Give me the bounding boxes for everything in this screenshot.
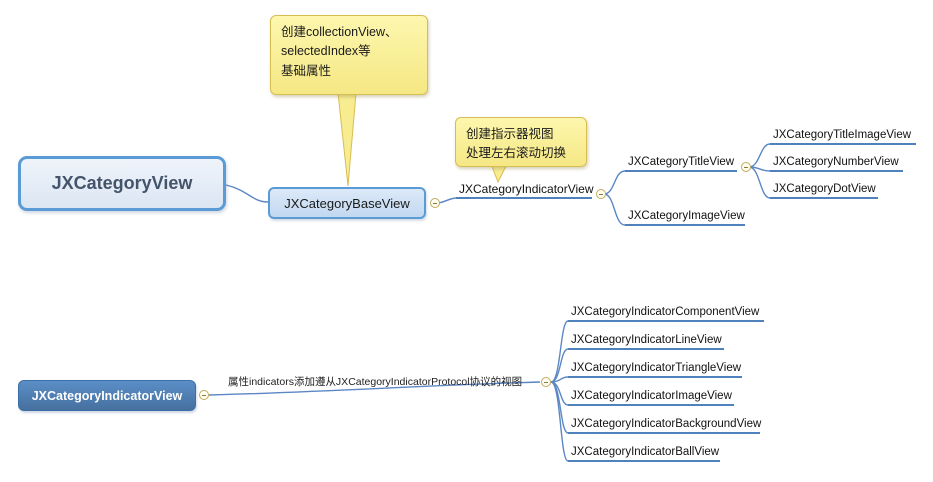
note-base-properties[interactable]: 创建collectionView、 selectedIndex等 基础属性: [270, 15, 428, 95]
note-line: 创建collectionView、: [281, 25, 398, 39]
node-label: JXCategoryIndicatorImageView: [571, 390, 732, 402]
node-jxcategoryindicatorbackgroundview[interactable]: JXCategoryIndicatorBackgroundView: [568, 417, 762, 434]
note-line: selectedIndex等: [281, 44, 371, 59]
node-label: JXCategoryIndicatorBackgroundView: [571, 418, 762, 430]
collapse-minus-icon[interactable]: [741, 162, 751, 172]
edge-label-indicators-protocol: 属性indicators添加遵从JXCategoryIndicatorProto…: [228, 376, 523, 388]
node-label: JXCategoryBaseView: [284, 195, 410, 211]
node-jxcategoryimageview[interactable]: JXCategoryImageView: [625, 209, 745, 226]
note-line: 处理左右滚动切换: [466, 146, 567, 161]
node-label: JXCategoryView: [51, 173, 193, 193]
node-jxcategorynumberview[interactable]: JXCategoryNumberView: [770, 155, 903, 172]
node-label: JXCategoryTitleView: [628, 156, 735, 168]
node-jxcategoryindicatorballview[interactable]: JXCategoryIndicatorBallView: [568, 445, 720, 462]
node-label: JXCategoryIndicatorTriangleView: [571, 362, 742, 374]
node-jxcategoryindicatortriangleview[interactable]: JXCategoryIndicatorTriangleView: [568, 361, 742, 378]
collapse-minus-icon[interactable]: [596, 189, 606, 199]
node-label: JXCategoryIndicatorView: [459, 182, 594, 196]
node-label: JXCategoryNumberView: [773, 156, 899, 168]
note-base-pointer: [337, 92, 357, 187]
node-label: JXCategoryTitleImageView: [773, 129, 912, 141]
node-jxcategoryindicatorview[interactable]: JXCategoryIndicatorView: [456, 182, 594, 199]
node-jxcategoryindicatorcomponentview[interactable]: JXCategoryIndicatorComponentView: [568, 305, 764, 322]
node-jxcategoryindicatorimageview[interactable]: JXCategoryIndicatorImageView: [568, 389, 734, 406]
node-jxcategoryindicatorlineview[interactable]: JXCategoryIndicatorLineView: [568, 333, 724, 350]
collapse-minus-icon[interactable]: [541, 377, 551, 387]
node-jxcategoryindicatorview-root[interactable]: JXCategoryIndicatorView: [18, 380, 196, 411]
node-label: JXCategoryIndicatorLineView: [571, 334, 722, 346]
node-label: JXCategoryIndicatorComponentView: [571, 306, 760, 318]
node-jxcategoryview-root[interactable]: JXCategoryView: [18, 156, 226, 211]
note-line: 创建指示器视图: [466, 127, 554, 141]
note-indicator-scroll[interactable]: 创建指示器视图 处理左右滚动切换: [455, 117, 587, 167]
node-label: JXCategoryIndicatorView: [31, 388, 183, 403]
node-label: JXCategoryDotView: [773, 183, 876, 195]
node-jxcategorytitleview[interactable]: JXCategoryTitleView: [625, 155, 737, 172]
node-jxcategorydotview[interactable]: JXCategoryDotView: [770, 182, 878, 199]
node-label: JXCategoryIndicatorBallView: [571, 446, 720, 458]
node-jxcategorybaseview[interactable]: JXCategoryBaseView: [268, 187, 426, 219]
node-label: JXCategoryImageView: [628, 210, 745, 222]
collapse-minus-icon[interactable]: [430, 198, 440, 208]
collapse-minus-icon[interactable]: [199, 390, 209, 400]
node-jxcategorytitleimageview[interactable]: JXCategoryTitleImageView: [770, 128, 916, 145]
note-line: 基础属性: [281, 63, 332, 78]
